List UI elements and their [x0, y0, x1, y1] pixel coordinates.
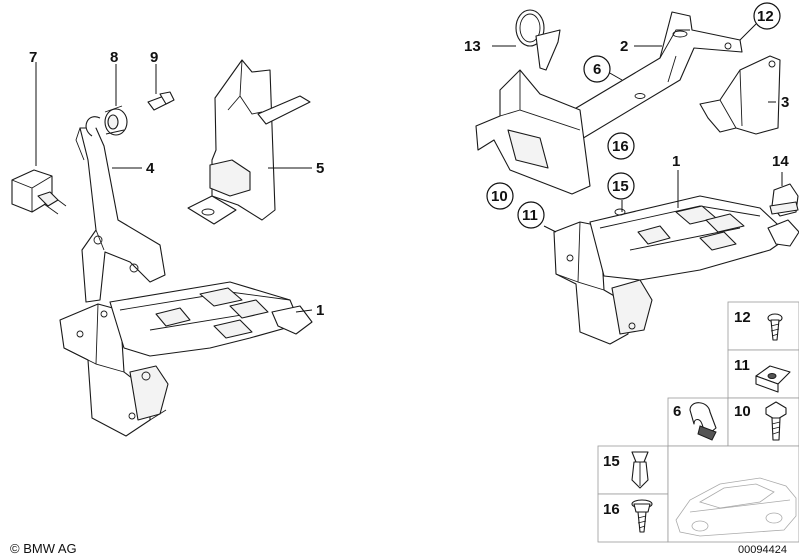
part-4-bracket: [75, 116, 166, 303]
legend-label-6: 6: [673, 403, 681, 420]
part-14-clip: [769, 183, 799, 217]
label-3: 3: [781, 94, 789, 111]
screw-icon: [767, 313, 783, 341]
label-4: 4: [146, 160, 155, 177]
label-16: 16: [612, 138, 629, 155]
part-8-grommet: [104, 105, 128, 136]
callout-circle-16: [607, 132, 635, 160]
cable-clip-icon: [689, 402, 717, 441]
legend-label-15: 15: [603, 453, 620, 470]
leader-6: [607, 71, 623, 81]
callout-circle-10: [486, 182, 514, 210]
clip-nut-icon: [755, 365, 791, 393]
label-15: 15: [612, 178, 629, 195]
legend-box-12: [727, 301, 799, 351]
legend-label-12: 12: [734, 309, 751, 326]
label-9: 9: [150, 49, 158, 66]
part-13-cable-tie: [515, 9, 561, 71]
label-12: 12: [757, 8, 774, 25]
part-1-carrier-left: [59, 281, 313, 437]
part-5-bracket: [187, 59, 311, 225]
legend-grid: 12 11 6 10 15 16: [597, 301, 799, 543]
label-1-right: 1: [672, 153, 680, 170]
part-3-bracket: [699, 55, 781, 135]
callout-circle-12: [753, 2, 781, 30]
part-1-carrier-right: [553, 195, 799, 345]
part-right-upper-bracket: [475, 69, 591, 195]
label-2: 2: [620, 38, 628, 55]
legend-label-10: 10: [734, 403, 751, 420]
label-5: 5: [316, 160, 324, 177]
copyright-text: © BMW AG: [10, 541, 77, 556]
label-13: 13: [464, 38, 481, 55]
legend-label-11: 11: [734, 357, 750, 374]
callout-circle-15: [607, 172, 635, 200]
leader-1a: [295, 309, 313, 313]
leader-12: [739, 23, 757, 41]
label-11: 11: [522, 207, 538, 224]
callout-circle-6: [583, 55, 611, 83]
label-8: 8: [110, 49, 118, 66]
diagram-code: 00094424: [738, 544, 787, 556]
legend-label-16: 16: [603, 501, 620, 518]
car-silhouette-icon: [675, 477, 797, 537]
part-9-bolt: [147, 91, 175, 111]
callout-circle-11: [517, 201, 545, 229]
label-7: 7: [29, 49, 37, 66]
hex-bolt-icon: [765, 401, 787, 441]
label-14: 14: [772, 153, 789, 170]
legend-box-car: [667, 445, 799, 543]
expanding-rivet-icon: [631, 451, 649, 489]
label-6: 6: [593, 61, 601, 78]
label-10: 10: [491, 188, 508, 205]
label-1-left: 1: [316, 302, 324, 319]
leader-11: [543, 225, 557, 233]
flange-screw-icon: [631, 499, 653, 533]
part-7-clip: [11, 169, 67, 215]
